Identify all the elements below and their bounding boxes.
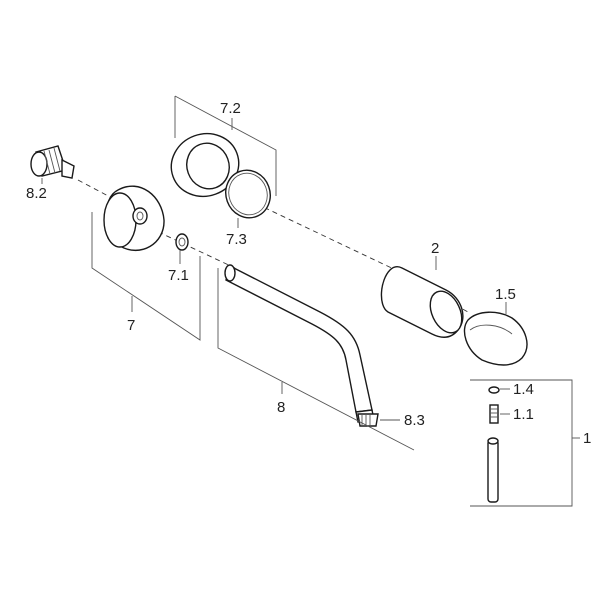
part-1-rod <box>487 437 499 503</box>
part-2-sleeve <box>380 265 464 338</box>
label-1-1: 1.1 <box>513 406 534 423</box>
label-2: 2 <box>431 240 439 257</box>
bracket-8 <box>217 268 415 451</box>
bracket-7-2 <box>174 95 277 196</box>
part-1-1-threaded-pin <box>489 404 499 424</box>
part-8-spout <box>224 264 375 423</box>
bracket-7 <box>91 212 201 341</box>
part-7-2-flange-ring <box>170 132 240 198</box>
label-7-3: 7.3 <box>226 231 247 248</box>
label-1-4: 1.4 <box>513 381 534 398</box>
part-8-2-screw <box>30 145 75 179</box>
part-7-1-small-ring <box>175 233 189 251</box>
part-1-5-handle-cap <box>463 311 528 366</box>
label-1: 1 <box>583 430 591 447</box>
bracket-1 <box>470 379 573 507</box>
label-7-2: 7.2 <box>220 100 241 117</box>
label-8: 8 <box>277 399 285 416</box>
part-7-rosette <box>103 185 165 252</box>
axis-screw-to-rosette <box>77 179 113 199</box>
label-8-2: 8.2 <box>26 185 47 202</box>
axis-rosette-to-spout <box>149 227 236 269</box>
label-7-1: 7.1 <box>168 267 189 284</box>
label-1-5: 1.5 <box>495 286 516 303</box>
part-1-4-washer <box>488 386 500 394</box>
label-7: 7 <box>127 317 135 334</box>
label-8-3: 8.3 <box>404 412 425 429</box>
part-7-3-large-ring <box>225 169 271 219</box>
part-8-3-aerator <box>357 413 379 427</box>
